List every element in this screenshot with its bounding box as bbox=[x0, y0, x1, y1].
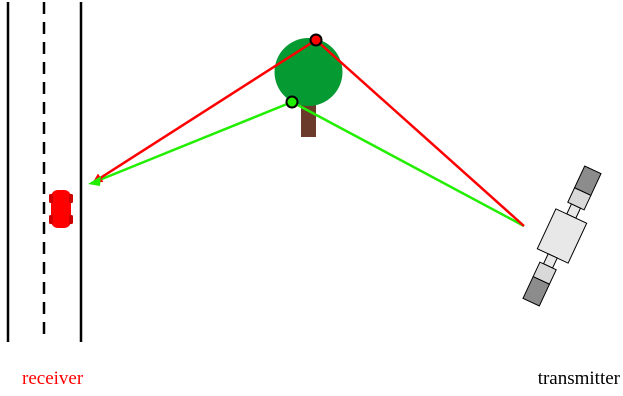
transmitter-label: transmitter bbox=[538, 368, 620, 390]
tree-crown bbox=[275, 38, 343, 106]
road bbox=[8, 2, 81, 342]
green-arrowhead bbox=[88, 176, 101, 186]
car-icon bbox=[49, 190, 73, 228]
green-reflection-point bbox=[287, 97, 298, 108]
red-reflection-point bbox=[311, 35, 322, 46]
satellite-icon bbox=[516, 163, 609, 310]
receiver-label: receiver bbox=[22, 368, 83, 390]
